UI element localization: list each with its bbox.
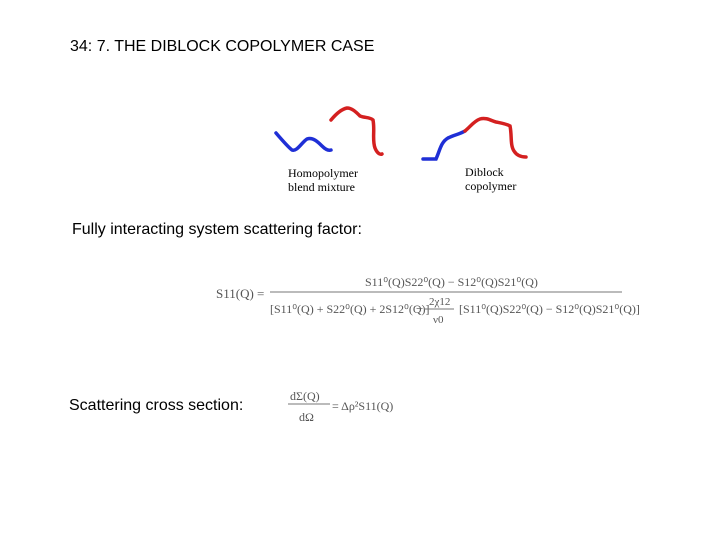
cross-section-label: Scattering cross section:: [69, 397, 244, 414]
equation-nu: ν0: [433, 314, 444, 326]
homopolymer-label-line1: Homopolymer: [288, 166, 358, 180]
equation-chi: 2χ12: [429, 296, 450, 308]
equation-lhs: S11(Q) =: [216, 286, 264, 301]
homopolymer-red-chain: [329, 106, 384, 156]
slide-title: 34: 7. THE DIBLOCK COPOLYMER CASE: [70, 38, 375, 55]
diblock-label-line1: Diblock: [465, 165, 504, 179]
cross-section-rhs: = Δρ²S11(Q): [332, 399, 393, 413]
cross-section-denominator: dΩ: [299, 410, 314, 424]
equation-denominator-b: [S11⁰(Q)S22⁰(Q) − S12⁰(Q)S21⁰(Q)]: [459, 302, 640, 316]
diblock-red-block: [463, 116, 528, 159]
equation-denominator-a: [S11⁰(Q) + S22⁰(Q) + 2S12⁰(Q)]: [270, 302, 430, 316]
scattering-factor-label: Fully interacting system scattering fact…: [72, 221, 362, 238]
diblock-label-line2: copolymer: [465, 179, 517, 193]
scattering-factor-equation: S11(Q) = S11⁰(Q)S22⁰(Q) − S12⁰(Q)S21⁰(Q)…: [216, 275, 640, 326]
homopolymer-label-line2: blend mixture: [288, 180, 355, 194]
cross-section-equation: dΣ(Q) dΩ = Δρ²S11(Q): [288, 389, 393, 424]
diblock-label: Diblock copolymer: [465, 165, 516, 193]
homopolymer-label: Homopolymer blend mixture: [288, 166, 358, 194]
diblock-blue-block: [421, 129, 467, 161]
homopolymer-blue-chain: [274, 131, 333, 152]
minus-sign: −: [416, 301, 423, 316]
cross-section-numerator: dΣ(Q): [290, 389, 320, 403]
equation-numerator: S11⁰(Q)S22⁰(Q) − S12⁰(Q)S21⁰(Q): [365, 275, 538, 289]
